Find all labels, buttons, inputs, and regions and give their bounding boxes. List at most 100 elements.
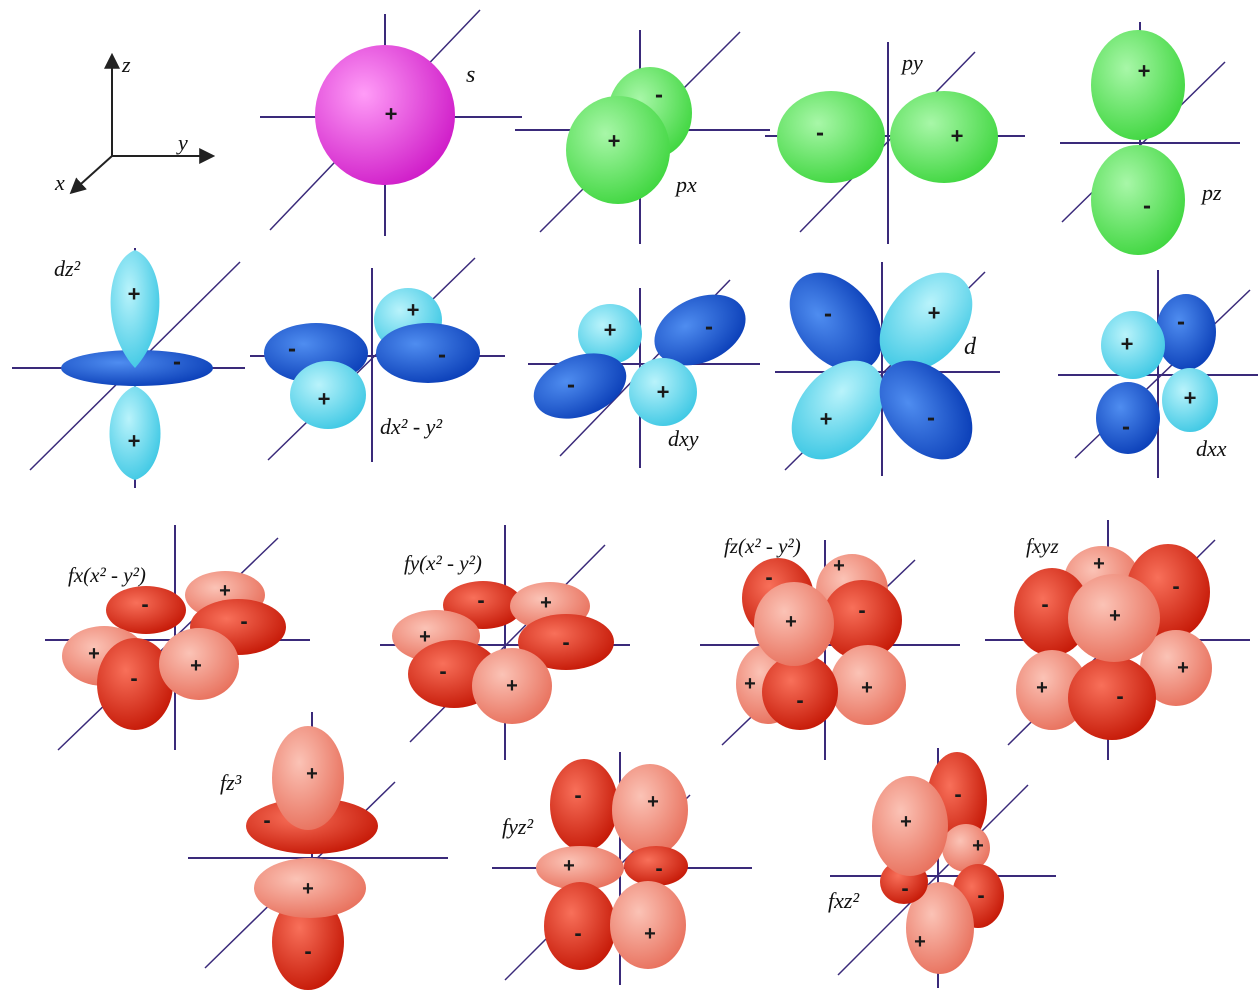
axes-key: z y x — [54, 52, 216, 195]
sign: + — [419, 626, 431, 648]
lobe — [472, 648, 552, 724]
sign: + — [928, 301, 941, 326]
pz-orbital: + - pz — [1060, 22, 1240, 255]
sign: + — [951, 124, 964, 149]
sign: + — [820, 407, 833, 432]
py-lobe-left — [777, 91, 885, 183]
fxx2y2-orbital: - + - + - + fx(x² - y²) — [45, 525, 310, 751]
lobe — [906, 882, 974, 974]
y-axis-label: y — [176, 130, 188, 155]
sign: + — [128, 282, 141, 307]
sign: + — [318, 387, 331, 412]
dxy-lobe-front-left — [533, 353, 627, 419]
sign: + — [1121, 332, 1134, 357]
sign: - — [439, 659, 446, 684]
sign: - — [977, 883, 984, 908]
sign: - — [927, 405, 935, 432]
fyz2-orbital: - + + - - + fyz² — [492, 752, 752, 985]
sign: + — [785, 611, 797, 633]
sign: - — [263, 808, 270, 833]
fxz2-orbital: - + + - - + fxz² — [828, 748, 1056, 988]
dyz-lobe-top-right — [879, 272, 973, 372]
dyz-lobe-bottom-left — [791, 360, 885, 460]
sign: + — [306, 763, 318, 785]
sign: + — [647, 791, 659, 813]
sign: + — [190, 655, 202, 677]
lobe — [624, 846, 688, 886]
sign: - — [1143, 193, 1151, 220]
lobe — [1068, 574, 1160, 662]
sign: + — [88, 643, 100, 665]
s-orbital: + s — [260, 9, 522, 236]
sign: + — [861, 677, 873, 699]
sign: - — [240, 609, 247, 634]
z-axis-label: z — [121, 52, 131, 77]
sign: + — [302, 878, 314, 900]
sign: - — [288, 336, 296, 363]
lobe — [942, 824, 990, 872]
dxy-lobe-back-right — [654, 294, 746, 366]
dyz-orbital: - + + - d — [775, 262, 1000, 476]
dyz-lobe-bottom-right — [879, 360, 973, 460]
sign: - — [173, 349, 181, 376]
dxy-lobe-front-right — [629, 358, 697, 426]
lobe — [518, 614, 614, 670]
dx2y2-lobe-right — [376, 323, 480, 383]
sign: + — [608, 129, 621, 154]
sign: - — [130, 666, 137, 691]
sign: - — [655, 82, 663, 109]
sign: - — [765, 565, 772, 590]
dz2-ring — [61, 350, 213, 386]
dz2-label: dz² — [54, 256, 81, 281]
sign: - — [954, 782, 961, 807]
py-orbital: - + py — [765, 42, 1025, 244]
sign: + — [1036, 677, 1048, 699]
dxy-lobe-back-left — [578, 304, 642, 364]
dyz-label: d — [964, 334, 977, 360]
s-label: s — [466, 62, 475, 88]
fyx2y2-orbital: - + + - - + fy(x² - y²) — [380, 525, 630, 760]
sign: + — [219, 580, 231, 602]
sign: + — [914, 931, 926, 953]
lobe — [536, 846, 624, 890]
fz3-lobe-top — [272, 726, 344, 830]
sign: - — [816, 120, 824, 147]
sign: + — [900, 811, 912, 833]
sign: - — [824, 301, 832, 328]
lobe — [544, 882, 616, 970]
sign: + — [506, 675, 518, 697]
dxy-orbital: + - - + dxy — [528, 279, 760, 468]
fzx2y2-orbital: - + - + + - + fz(x² - y²) — [700, 534, 960, 760]
dx2y2-lobe-front — [290, 361, 366, 429]
sign: + — [657, 380, 670, 405]
sign: - — [1122, 414, 1130, 441]
sign: - — [141, 592, 148, 617]
sign: - — [705, 314, 713, 341]
fz3-ring-bottom — [254, 858, 366, 918]
sign: + — [1177, 657, 1189, 679]
sign: - — [574, 921, 581, 946]
lobe — [754, 582, 834, 666]
dz2-lobe-bottom — [109, 386, 161, 480]
dx2y2-label: dx² - y² — [380, 414, 442, 439]
sign: - — [1172, 574, 1179, 599]
lobe — [612, 764, 688, 856]
px-label: px — [674, 172, 697, 197]
lobe — [550, 759, 618, 851]
py-lobe-right — [890, 91, 998, 183]
dxz-lobe-front-top — [1101, 311, 1165, 379]
sign: - — [477, 588, 484, 613]
fxx2y2-label: fx(x² - y²) — [68, 563, 146, 587]
lobe — [159, 628, 239, 700]
sign: + — [540, 592, 552, 614]
sign: - — [1116, 684, 1123, 709]
fxyz-orbital: + - - + + + - fxyz — [985, 520, 1250, 760]
dxz-lobe-back-bottom — [1162, 368, 1218, 432]
sign: - — [901, 876, 908, 901]
px-lobe-front — [566, 96, 670, 204]
sign: + — [1138, 59, 1151, 84]
lobe — [97, 638, 173, 730]
sign: + — [563, 855, 575, 877]
fyz2-label: fyz² — [502, 814, 533, 839]
